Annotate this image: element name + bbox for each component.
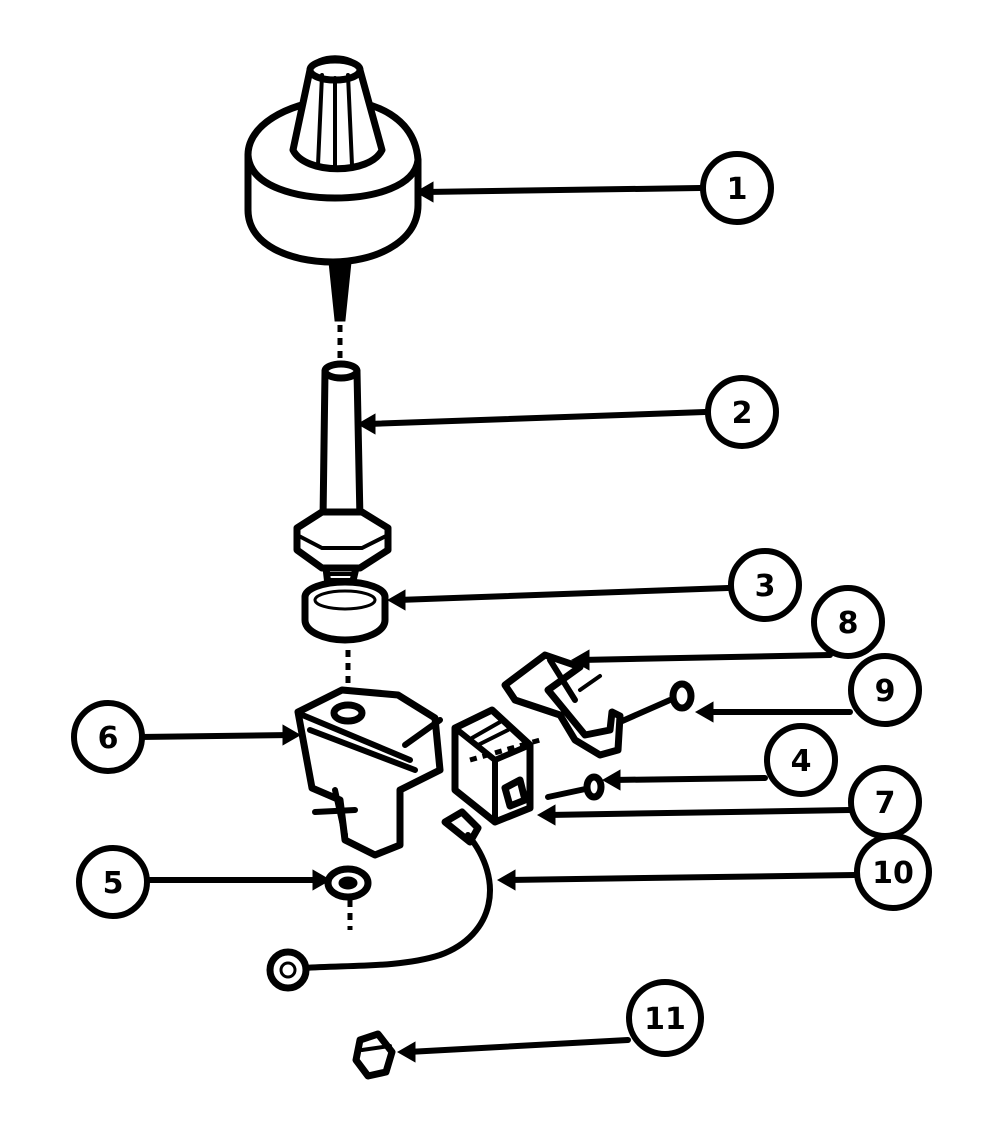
part-ring: [301, 578, 389, 644]
callout-6-label: 6: [98, 721, 119, 756]
part-lever: [501, 651, 624, 759]
callout-3: 3: [728, 548, 802, 622]
leader-lines: [137, 181, 858, 1063]
callout-11: 11: [626, 979, 704, 1057]
callout-8: 8: [811, 585, 885, 659]
part-screw-11: [352, 1030, 396, 1080]
callout-7-label: 7: [875, 786, 896, 821]
callout-8-label: 8: [838, 606, 859, 641]
callout-9-label: 9: [875, 674, 896, 709]
callout-3-label: 3: [755, 569, 776, 604]
callout-2-label: 2: [732, 396, 753, 431]
callout-10: 10: [854, 833, 932, 911]
callout-1-label: 1: [727, 172, 748, 207]
callout-1: 1: [700, 151, 774, 225]
part-nut: [324, 865, 372, 901]
part-screw-9: [617, 680, 695, 725]
part-wire: [266, 808, 493, 992]
part-knob: [244, 55, 422, 322]
part-screw-4: [545, 773, 605, 801]
callout-10-label: 10: [872, 856, 914, 891]
part-switch-block: [451, 706, 534, 826]
part-shaft: [293, 360, 392, 589]
callout-5: 5: [76, 845, 150, 919]
callout-4-label: 4: [791, 744, 812, 779]
callout-6: 6: [71, 700, 145, 774]
part-bracket: [294, 686, 444, 859]
callout-2: 2: [705, 375, 779, 449]
callout-7: 7: [848, 765, 922, 839]
callout-4: 4: [764, 723, 838, 797]
callout-11-label: 11: [644, 1002, 686, 1037]
callout-9: 9: [848, 653, 922, 727]
callout-5-label: 5: [103, 866, 124, 901]
